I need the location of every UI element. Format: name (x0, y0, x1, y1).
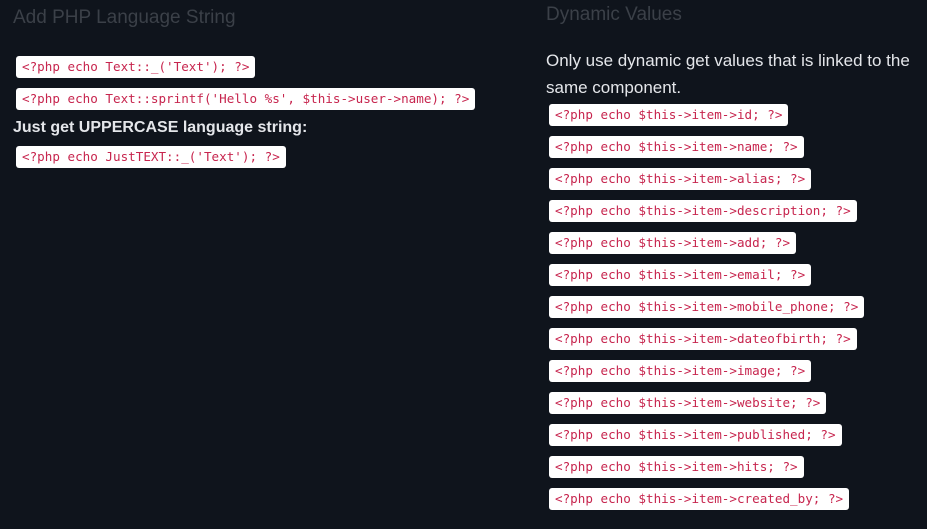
code-snippet: <?php echo $this->item->alias; ?> (549, 168, 812, 190)
code-snippet: <?php echo $this->item->image; ?> (549, 360, 812, 382)
code-snippet: <?php echo $this->item->id; ?> (549, 104, 789, 126)
section-title-dynamic-values: Dynamic Values (546, 4, 682, 25)
code-snippet: <?php echo Text::sprintf('Hello %s', $th… (16, 88, 476, 110)
code-snippet: <?php echo $this->item->description; ?> (549, 200, 857, 222)
code-snippet: <?php echo Text::_('Text'); ?> (16, 56, 256, 78)
code-snippet: <?php echo $this->item->created_by; ?> (549, 488, 850, 510)
section-title-php-language: Add PHP Language String (13, 7, 236, 28)
code-snippet: <?php echo JustTEXT::_('Text'); ?> (16, 146, 286, 168)
code-snippet: <?php echo $this->item->name; ?> (549, 136, 804, 158)
code-snippet: <?php echo $this->item->mobile_phone; ?> (549, 296, 865, 318)
code-snippet: <?php echo $this->item->hits; ?> (549, 456, 804, 478)
dynamic-values-description: Only use dynamic get values that is link… (546, 51, 910, 97)
uppercase-label: Just get UPPERCASE language string: (13, 119, 308, 136)
code-snippet: <?php echo $this->item->dateofbirth; ?> (549, 328, 857, 350)
code-snippet: <?php echo $this->item->website; ?> (549, 392, 827, 414)
code-snippet: <?php echo $this->item->published; ?> (549, 424, 842, 446)
code-snippet: <?php echo $this->item->email; ?> (549, 264, 812, 286)
code-snippet: <?php echo $this->item->add; ?> (549, 232, 797, 254)
